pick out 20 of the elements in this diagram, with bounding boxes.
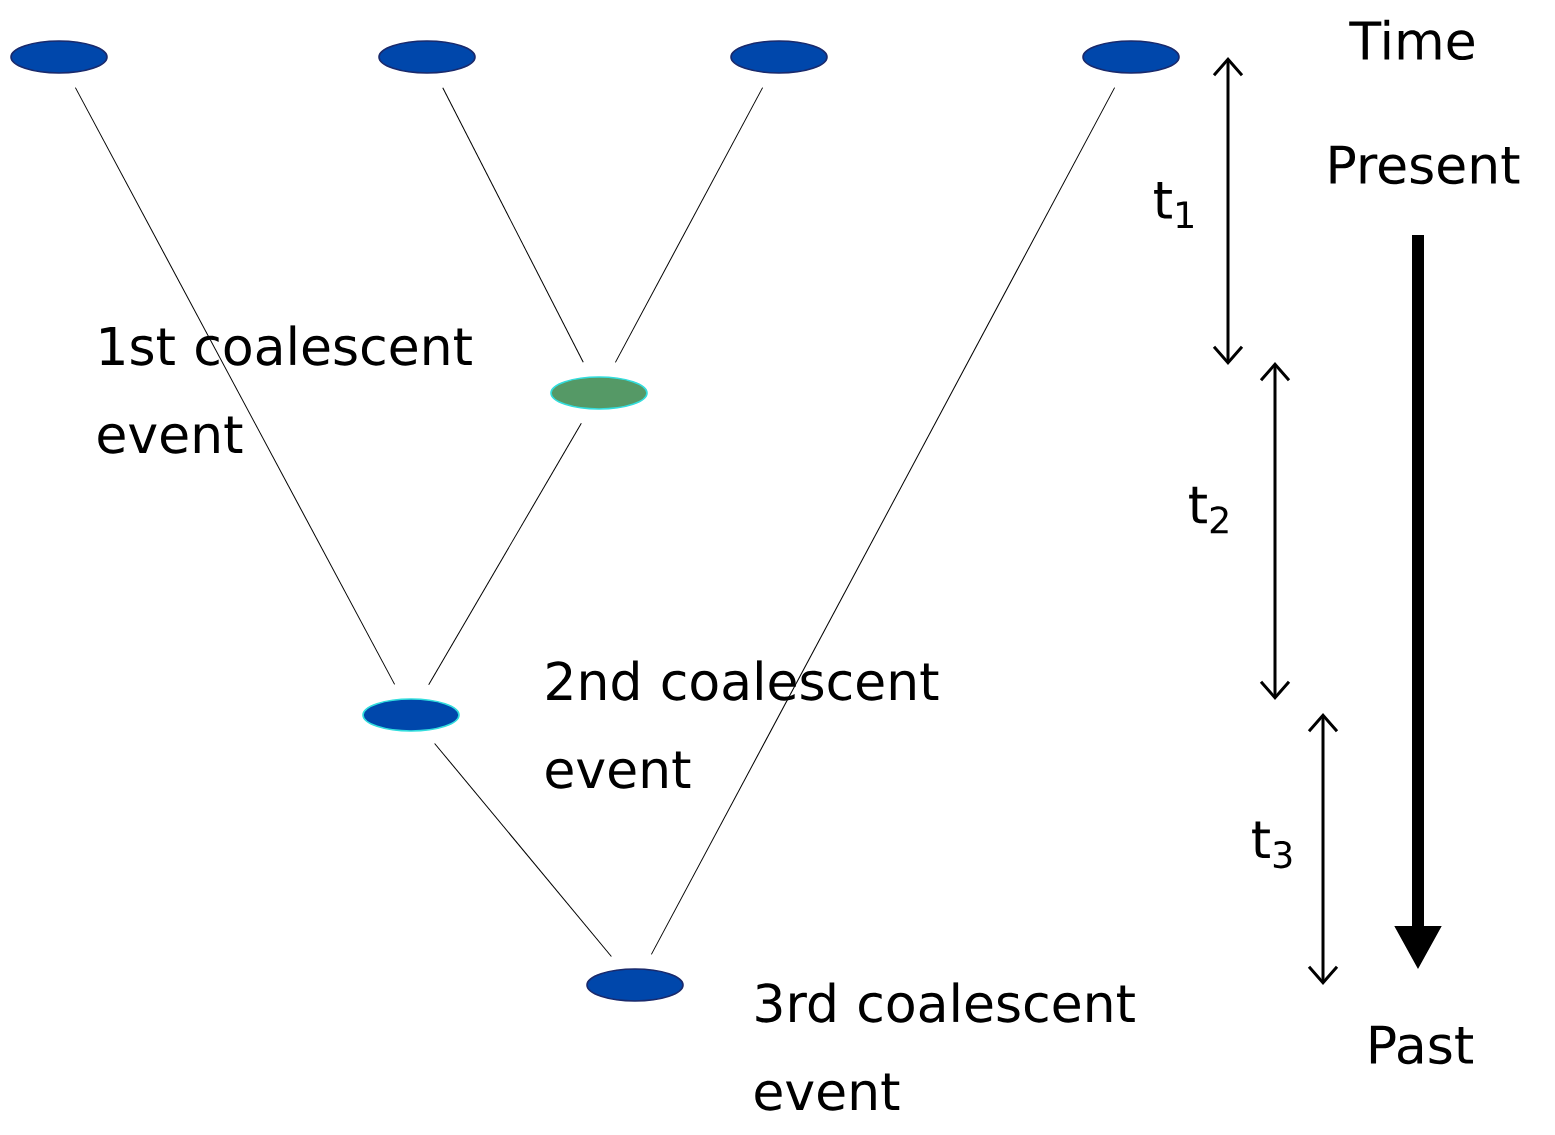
time-label: Past (1370, 1025, 1473, 1065)
event-ellipse (362, 698, 460, 732)
event-ellipse (378, 40, 476, 74)
time-label: Present (1330, 145, 1520, 185)
branch-line (442, 87, 584, 363)
event-ellipse (730, 40, 828, 74)
time-label: t$_{1}$ (1154, 182, 1193, 228)
event-ellipse (1082, 40, 1180, 74)
time-label: t$_{3}$ (1252, 821, 1292, 869)
event-ellipse (550, 376, 648, 410)
time-label: t$_{2}$ (1189, 486, 1228, 534)
event-ellipse (10, 40, 108, 74)
branch-line (434, 742, 612, 958)
branch-line (428, 422, 582, 686)
time-label: Time (1349, 19, 1474, 61)
branch-line (650, 87, 1116, 955)
branch-line (74, 87, 396, 685)
event-ellipse (586, 968, 684, 1002)
branch-line (614, 87, 764, 363)
event-caption: 3rd coalescent event (755, 982, 1135, 1111)
